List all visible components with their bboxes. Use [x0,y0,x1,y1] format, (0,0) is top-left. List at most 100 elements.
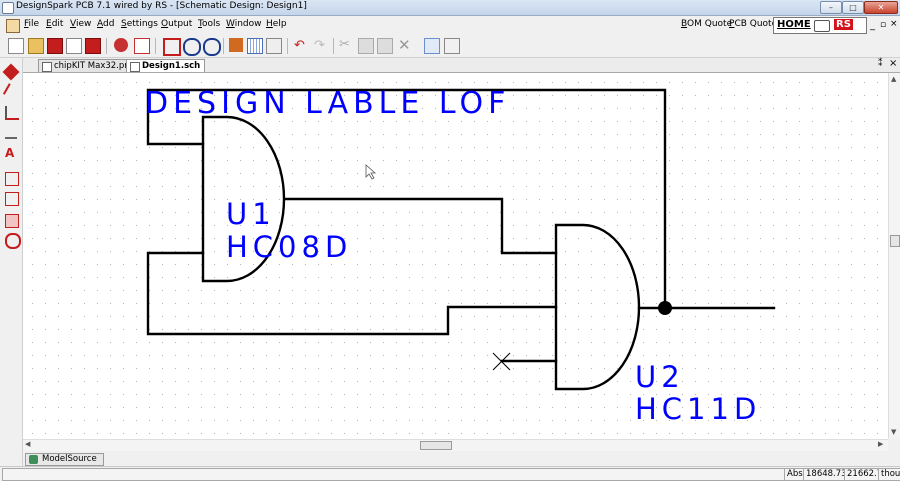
junction-dot [658,301,672,315]
scroll-right-icon[interactable]: ▶ [878,440,884,448]
wire-u1-out [284,197,558,255]
window-title: DesignSpark PCB 7.1 wired by RS - [Schem… [16,1,307,11]
units-display[interactable]: thou [878,468,900,481]
mdi-restore-icon[interactable]: ▫ [880,20,887,30]
maximize-button[interactable]: □ [842,1,864,14]
status-message [2,468,785,481]
rs-logo: RS [834,19,853,30]
vertical-scroll-thumb[interactable] [890,235,900,247]
wire-loop-top [146,88,667,310]
tab-pin-icon[interactable]: ⁑ [878,59,883,69]
bottom-panel-tabs: ModelSource [23,451,900,466]
select-pointer-icon[interactable] [424,38,440,54]
add-line-icon[interactable] [5,125,17,139]
add-wire-icon[interactable] [2,83,22,101]
add-circle-icon[interactable] [5,233,21,249]
scroll-down-icon[interactable]: ▼ [891,428,897,436]
tab-chipkit-max32-prj[interactable]: chipKIT Max32.prj [38,59,136,72]
schematic-canvas[interactable] [23,73,888,439]
minimize-button[interactable]: – [820,1,842,14]
interaction-palette: A [0,58,23,466]
modelsource-label: ModelSource [42,454,97,464]
add-shape-icon[interactable] [5,172,19,186]
menu-output[interactable]: Output [161,19,193,29]
toolbar-separator [287,38,288,54]
add-text-icon[interactable]: A [5,146,15,160]
document-icon[interactable] [6,19,20,33]
save-icon[interactable] [47,38,63,54]
horizontal-scroll-thumb[interactable] [420,441,452,450]
scroll-left-icon[interactable]: ◀ [25,440,31,448]
x-coordinate: 18648.73 [803,468,850,481]
cut-icon[interactable]: ✂ [339,37,350,52]
bom-quote-link[interactable]: BOM Quote [681,19,733,29]
home-rs-banner[interactable]: HOME RS [773,17,867,34]
horizontal-scrollbar[interactable]: ◀ ▶ [23,439,888,451]
u2-reference[interactable]: U2 [635,360,685,394]
design-label[interactable]: DESIGN LABLE LOF [145,86,510,121]
menu-add[interactable]: Add [97,19,115,29]
document-tabs: chipKIT Max32.prj Design1.sch ⁑ × [23,58,900,73]
tab-close-icon[interactable]: × [889,58,898,69]
wire-u1-in2 [146,251,558,336]
copy-icon[interactable] [358,38,374,54]
vertical-scrollbar[interactable]: ▲ ▼ [888,73,900,439]
menu-bar: File Edit View Add Settings Output Tools… [0,16,900,34]
zoom-in-icon[interactable] [183,38,201,56]
zoom-extents-icon[interactable] [163,38,181,56]
menu-file[interactable]: File [24,19,40,29]
toolbar-separator [106,38,107,54]
clipboard-icon[interactable] [266,38,282,54]
toolbar-separator [333,38,334,54]
print-icon[interactable] [85,38,101,54]
menu-help[interactable]: Help [266,19,287,29]
design-rules-icon[interactable] [134,38,150,54]
cart-icon [814,20,830,32]
schematic-file-icon [130,62,140,72]
u1-value[interactable]: HC08D [226,230,352,264]
settings-gear-icon[interactable] [114,38,128,52]
tab-modelsource[interactable]: ModelSource [25,453,104,466]
tab-design1-sch[interactable]: Design1.sch [126,59,206,72]
mouse-pointer-icon [365,164,377,180]
toolbar-separator [223,38,224,54]
project-file-icon [42,62,52,72]
status-bar: Abs 18648.73 21662.73 thou [0,466,900,481]
add-bus-icon[interactable] [5,106,19,120]
new-file-icon[interactable] [8,38,24,54]
paint-bucket-icon[interactable] [229,38,243,52]
no-connect-marker [492,352,511,371]
delete-icon[interactable]: ✕ [398,36,411,54]
gate-u1-body [201,115,286,283]
paste-icon[interactable] [377,38,393,54]
close-document-icon[interactable] [66,38,82,54]
menu-window[interactable]: Window [226,19,262,29]
close-button[interactable]: ✕ [864,1,898,14]
app-icon [2,2,14,14]
u1-reference[interactable]: U1 [226,197,276,231]
mdi-minimize-icon[interactable]: _ [870,20,875,31]
scroll-up-icon[interactable]: ▲ [891,75,897,83]
menu-settings[interactable]: Settings [121,19,158,29]
home-link[interactable]: HOME [777,19,811,30]
pcb-quote-link[interactable]: PCB Quote [729,19,778,29]
redo-icon[interactable]: ↷ [314,38,325,53]
toolbar-separator [155,38,156,54]
gate-u2-body [554,223,641,391]
grid-toggle-icon[interactable] [247,38,263,54]
open-folder-icon[interactable] [28,38,44,54]
add-rectangle-icon[interactable] [5,214,19,228]
component-properties-icon[interactable] [444,38,460,54]
modelsource-icon [29,455,38,464]
zoom-out-icon[interactable] [203,38,221,56]
u2-value[interactable]: HC11D [635,392,761,426]
schematic-drawing[interactable]: DESIGN LABLE LOF U1 HC08D U2 HC11D [23,73,888,439]
mdi-close-icon[interactable]: × [890,19,898,29]
add-component-icon[interactable] [2,63,20,81]
menu-tools[interactable]: Tools [198,19,221,29]
main-toolbar: ↶ ↷ ✂ ✕ [0,35,900,58]
undo-icon[interactable]: ↶ [294,38,305,53]
menu-view[interactable]: View [70,19,92,29]
menu-edit[interactable]: Edit [46,19,64,29]
add-port-icon[interactable] [5,192,19,206]
